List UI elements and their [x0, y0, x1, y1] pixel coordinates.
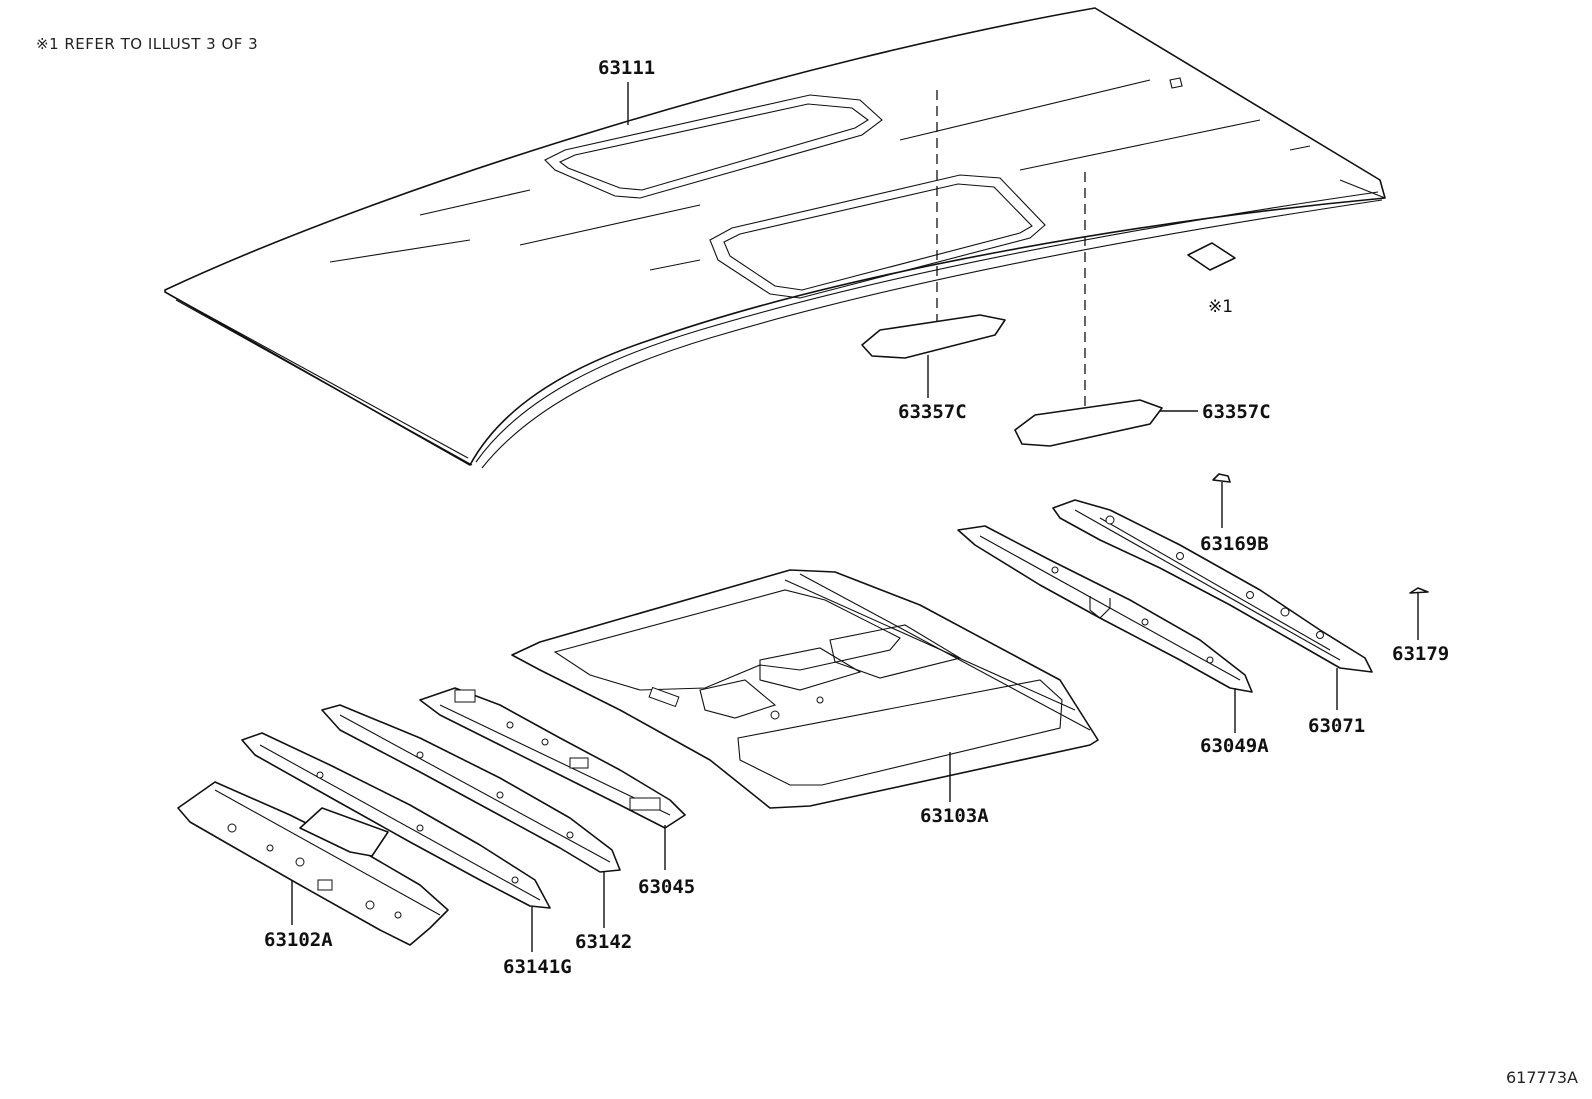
label-sunroof-reinforcement: 63103A — [920, 805, 989, 827]
label-clip-63169b: 63169B — [1200, 533, 1269, 555]
clip-63179[interactable] — [1409, 587, 1429, 594]
label-roof-silencer-front: 63357C — [898, 401, 967, 423]
reference-note: ※1 REFER TO ILLUST 3 OF 3 — [36, 35, 259, 53]
roof-bow-63045[interactable] — [419, 687, 686, 829]
rear-header-rail[interactable] — [1052, 499, 1373, 673]
roof-silencer-front[interactable] — [861, 314, 1006, 359]
label-roof-bow-63142: 63142 — [575, 931, 632, 953]
label-rear-roof-bow: 63049A — [1200, 735, 1269, 757]
label-front-header-rail: 63102A — [264, 929, 333, 951]
note-patch[interactable] — [1187, 242, 1236, 271]
label-note-marker: ※1 — [1208, 297, 1233, 317]
label-roof-panel: 63111 — [598, 57, 655, 79]
leader-lines — [291, 82, 1419, 952]
diagram-reference-code: 617773A — [1505, 1068, 1578, 1087]
roof-bow-63142[interactable] — [321, 704, 621, 873]
rear-roof-bow[interactable] — [957, 525, 1253, 693]
roof-silencer-rear[interactable] — [1014, 399, 1163, 447]
label-roof-silencer-rear: 63357C — [1202, 401, 1271, 423]
clip-63169b[interactable] — [1212, 473, 1231, 483]
sunroof-reinforcement[interactable] — [511, 569, 1099, 809]
label-rear-header-rail: 63071 — [1308, 715, 1365, 737]
front-header-rail[interactable] — [177, 781, 449, 946]
label-roof-bow-63141g: 63141G — [503, 956, 572, 978]
label-roof-bow-63045: 63045 — [638, 876, 695, 898]
roof-bow-63141g[interactable] — [241, 732, 551, 909]
roof-panel[interactable] — [164, 7, 1386, 469]
label-clip-63179: 63179 — [1392, 643, 1449, 665]
